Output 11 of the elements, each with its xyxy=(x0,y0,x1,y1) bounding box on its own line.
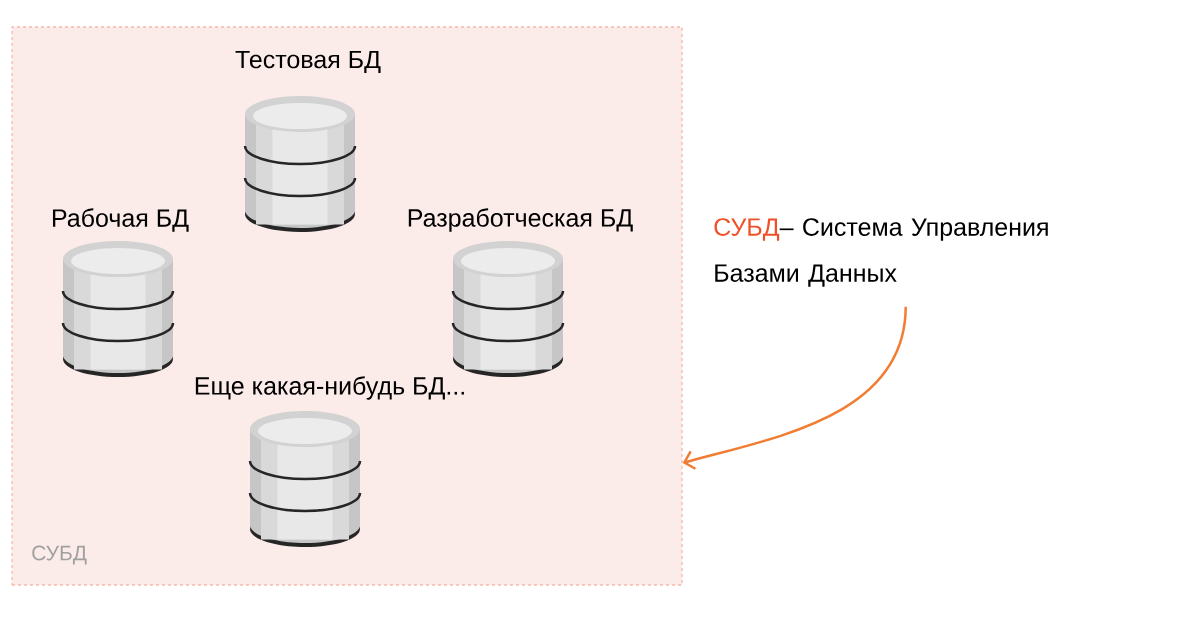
database-drawing xyxy=(61,241,175,377)
definition-text: СУБД– Система Управления Базами Данных xyxy=(714,218,1048,287)
curved-arrow xyxy=(682,306,907,470)
container-label: СУБД xyxy=(32,545,87,565)
database-drawing xyxy=(248,411,362,547)
database-label: Еще какая-нибудь БД... xyxy=(195,376,464,400)
database-drawing xyxy=(451,241,565,377)
database-label: Разработческая БД xyxy=(408,208,633,232)
database-label: Рабочая БД xyxy=(53,208,189,232)
database-label: Тестовая БД xyxy=(235,50,381,74)
database-drawing xyxy=(243,96,357,232)
